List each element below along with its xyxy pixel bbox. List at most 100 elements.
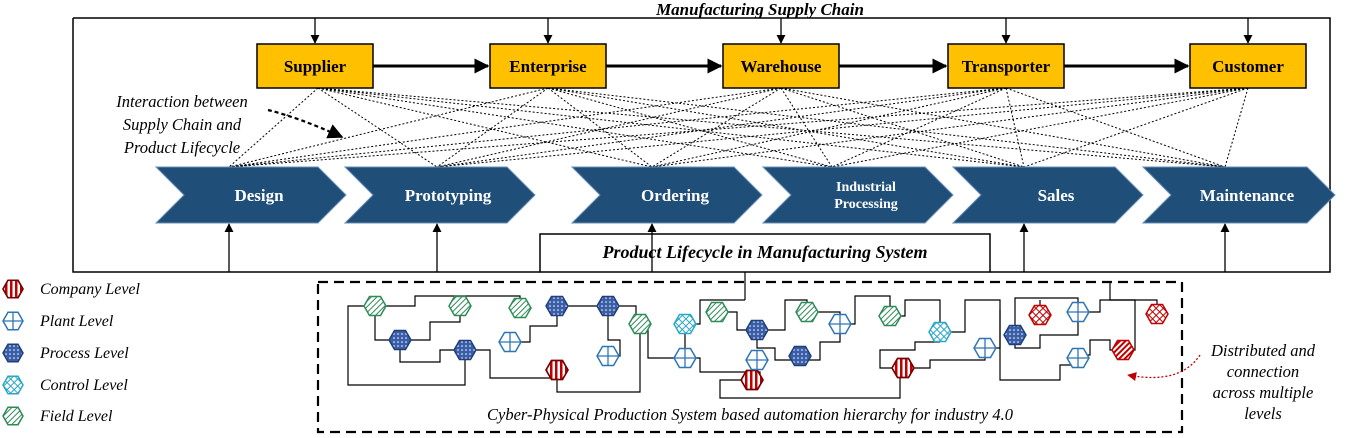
supply-chain-node-enterprise: Enterprise: [489, 43, 607, 89]
interaction-line: [1005, 87, 1025, 168]
legend-item-plant: Plant Level: [2, 311, 114, 331]
plant-node: [745, 349, 769, 371]
cpps-nodes: [363, 295, 1169, 391]
field-level-icon: [2, 406, 24, 426]
interaction-line: [317, 87, 653, 168]
control-level-icon: [2, 375, 24, 395]
lifecycle-chevron: [951, 166, 1144, 224]
lifecycle-title: Product Lifecycle in Manufacturing Syste…: [602, 242, 928, 262]
interaction-note-line-3: Product Lifecycle: [123, 138, 240, 157]
interaction-line: [436, 87, 782, 168]
supply-chain-label: Customer: [1212, 57, 1284, 76]
plant-node: [1066, 301, 1090, 323]
plant-node: [973, 337, 997, 359]
process-node: [788, 345, 812, 367]
company-diag-node: [1111, 339, 1135, 361]
interaction-line: [651, 87, 1007, 168]
interaction-line: [1023, 87, 1249, 168]
lifecycle-chevron: [761, 166, 954, 224]
cpps-network: [347, 283, 1169, 399]
supply-chain-node-warehouse: Warehouse: [722, 43, 840, 89]
distributed-note-line-2: connection: [1227, 362, 1299, 381]
interaction-line: [228, 87, 1007, 168]
lifecycle-chevron: [154, 166, 347, 224]
interaction-line: [831, 87, 1249, 168]
field-level-icon-shape: [2, 406, 24, 426]
interaction-line: [547, 87, 833, 168]
company-node: [545, 359, 569, 381]
lifecycle-chevron: [570, 166, 763, 224]
field-node: [628, 313, 652, 335]
lifecycle: Design Prototyping Ordering IndustrialProce…: [154, 166, 1336, 224]
process-node: [545, 295, 569, 317]
field-node: [795, 301, 819, 323]
control-level-icon-shape: [2, 375, 24, 395]
process-node: [1003, 324, 1027, 346]
process-node: [453, 339, 477, 361]
plant-node: [498, 331, 522, 353]
process-node: [388, 329, 412, 351]
interaction-line: [547, 87, 1025, 168]
field-node: [363, 295, 387, 317]
supply-chain-title: Manufacturing Supply Chain: [655, 0, 864, 19]
outer-frame: [72, 17, 1331, 273]
lifecycle-label: Ordering: [641, 186, 709, 205]
supply-chain-box: [947, 43, 1065, 89]
company-node: [891, 357, 915, 379]
interaction-line: [317, 87, 1226, 168]
cpps-box: [316, 280, 1184, 434]
plant-node: [673, 347, 697, 369]
distributed-note-line-1: Distributed and: [1210, 341, 1316, 360]
interaction-line: [436, 87, 549, 168]
company-node: [740, 369, 764, 391]
interaction-lines: [228, 87, 1249, 168]
supply-chain-node-supplier: Supplier: [256, 43, 374, 89]
interaction-line: [547, 87, 653, 168]
legend-item-field: Field Level: [2, 406, 113, 426]
cpps-caption: Cyber-Physical Production System based a…: [487, 405, 1014, 424]
legend-label: Control Level: [40, 377, 128, 394]
lifecycle-label: Prototyping: [405, 186, 492, 205]
interaction-line: [780, 87, 1025, 168]
lifecycle-phase-maintenance: Maintenance: [1141, 166, 1336, 224]
plant-level-icon-shape: [2, 311, 24, 331]
legend-item-control: Control Level: [2, 375, 128, 395]
interaction-line: [436, 87, 1249, 168]
lifecycle-chevron: [343, 166, 536, 224]
company-cross-node: [1028, 304, 1052, 326]
lifecycle-phase-design: Design: [154, 166, 347, 224]
top-arrows: [310, 18, 1253, 44]
process-node: [745, 319, 769, 341]
company-cross-node: [1145, 303, 1169, 325]
supply-chain-box: [1189, 43, 1307, 89]
distributed-note-line-3: across multiple: [1213, 383, 1314, 402]
plant-node: [596, 345, 620, 367]
supply-chain-label: Warehouse: [741, 57, 822, 76]
lifecycle-phase-ordering: Ordering: [570, 166, 763, 224]
interaction-line: [1005, 87, 1226, 168]
interaction-line: [651, 87, 1249, 168]
interaction-line: [317, 87, 1025, 168]
process-node: [596, 295, 620, 317]
interaction-note: Interaction between Supply Chain and Pro…: [115, 92, 344, 157]
interaction-line: [317, 87, 833, 168]
lifecycle-label: Design: [234, 186, 284, 205]
process-level-icon: [2, 343, 24, 363]
interaction-line: [780, 87, 1226, 168]
legend-label: Company Level: [40, 281, 141, 298]
legend-label: Plant Level: [39, 313, 114, 330]
control-node: [673, 313, 697, 335]
supply-chain-label: Enterprise: [509, 57, 587, 76]
legend-item-company: Company Level: [2, 279, 141, 299]
supply-chain-box: [256, 43, 374, 89]
interaction-note-arrow: [267, 108, 344, 139]
legend-label: Field Level: [39, 408, 113, 425]
legend-item-process: Process Level: [2, 343, 129, 363]
supply-chain-node-customer: Customer: [1189, 43, 1307, 89]
field-node: [448, 295, 472, 317]
company-level-icon-shape: [2, 279, 24, 299]
